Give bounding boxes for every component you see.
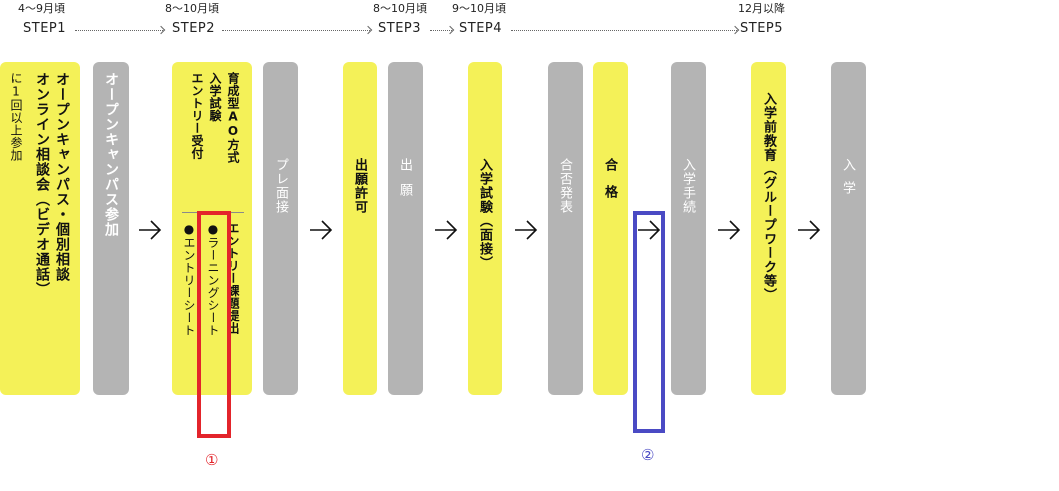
procedure-label: 入学手続 — [680, 158, 695, 214]
enrollment-label: 入学 — [840, 158, 855, 204]
step-label-1: STEP1 — [23, 21, 67, 36]
pre-education-label: 入学前教育（グループワーク等） — [761, 92, 776, 302]
period-step3: 8〜10月頃 — [373, 2, 427, 15]
pre-interview-label: プレ面接 — [273, 158, 288, 214]
box-procedure: 入学手続 — [671, 62, 706, 395]
box-permission: 出願許可 — [343, 62, 377, 395]
announcement-label: 合否発表 — [557, 158, 572, 214]
callout-box-1 — [197, 211, 231, 438]
step-connector — [430, 30, 452, 31]
period-step5: 12月以降 — [738, 2, 785, 15]
period-step2: 8〜10月頃 — [165, 2, 219, 15]
arrow-right-icon — [139, 220, 162, 240]
box-entry: 育成型AO方式 入学試験 エントリー受付 エントリー課題提出 ●ラーニングシート… — [172, 62, 252, 395]
consultation-line2: オンライン相談会（ビデオ通話） — [34, 72, 50, 297]
open-campus-label: オープンキャンパス参加 — [103, 72, 119, 237]
consultation-note: に1回以上参加 — [9, 72, 23, 162]
callout-box-2 — [633, 211, 665, 433]
consultation-line1: オープンキャンパス・個別相談 — [54, 72, 70, 282]
box-pre-interview: プレ面接 — [263, 62, 298, 395]
box-consultation: オープンキャンパス・個別相談 オンライン相談会（ビデオ通話） に1回以上参加 — [0, 62, 80, 395]
step-label-4: STEP4 — [459, 21, 503, 36]
period-step4: 9〜10月頃 — [452, 2, 506, 15]
entry-bullet-learning-sheet: ●ラーニングシート — [206, 222, 220, 337]
box-exam: 入学試験（面接） — [468, 62, 502, 395]
step-connector — [75, 30, 163, 31]
box-open-campus: オープンキャンパス参加 — [93, 62, 129, 395]
application-label: 出願 — [397, 158, 412, 208]
step-label-2: STEP2 — [172, 21, 216, 36]
entry-line2: 入学試験 — [208, 72, 222, 122]
pass-label: 合格 — [602, 158, 617, 212]
step-connector — [511, 30, 737, 31]
callout-mark-1: ① — [205, 451, 219, 469]
box-pre-education: 入学前教育（グループワーク等） — [751, 62, 786, 395]
arrow-right-icon — [515, 220, 538, 240]
arrow-right-icon — [435, 220, 458, 240]
entry-line1: 育成型AO方式 — [226, 72, 240, 164]
box-application: 出願 — [388, 62, 423, 395]
arrow-right-icon — [638, 220, 661, 240]
box-announcement: 合否発表 — [548, 62, 583, 395]
step-label-3: STEP3 — [378, 21, 422, 36]
arrow-right-icon — [310, 220, 333, 240]
box-pass: 合格 — [593, 62, 628, 395]
entry-line3: エントリー受付 — [190, 72, 204, 160]
permission-label: 出願許可 — [352, 158, 367, 214]
callout-mark-2: ② — [641, 446, 655, 464]
exam-label: 入学試験（面接） — [477, 158, 492, 270]
arrow-right-icon — [718, 220, 741, 240]
box-enrollment: 入学 — [831, 62, 866, 395]
arrow-right-icon — [798, 220, 821, 240]
step-label-5: STEP5 — [740, 21, 784, 36]
entry-bullet-entry-sheet: ●エントリーシート — [182, 222, 196, 337]
period-step1: 4〜9月頃 — [18, 2, 65, 15]
step-connector — [222, 30, 370, 31]
